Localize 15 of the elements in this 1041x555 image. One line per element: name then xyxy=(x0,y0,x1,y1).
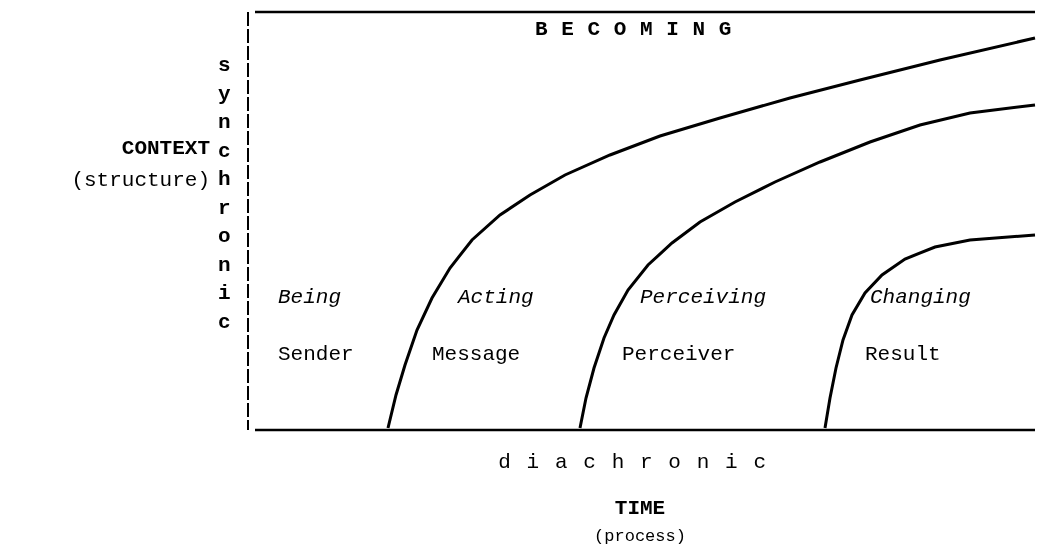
role-label: Message xyxy=(432,342,521,368)
phase-label: Changing xyxy=(870,285,971,311)
axis-subtitle: (structure) xyxy=(71,168,210,194)
axis-label: CONTEXT xyxy=(121,136,210,162)
role-label: Result xyxy=(865,342,941,368)
phase-label: Perceiving xyxy=(640,285,767,311)
heading: BECOMING xyxy=(535,17,745,43)
role-label: Sender xyxy=(278,342,354,368)
axis-subtitle: (process) xyxy=(594,526,686,548)
axis-label: diachronic xyxy=(498,450,782,476)
role-label: Perceiver xyxy=(622,342,736,368)
axis-label: TIME xyxy=(614,496,666,522)
phase-label: Acting xyxy=(458,285,534,311)
phase-label: Being xyxy=(278,285,341,311)
vertical-axis-label: synchronic xyxy=(218,53,231,336)
